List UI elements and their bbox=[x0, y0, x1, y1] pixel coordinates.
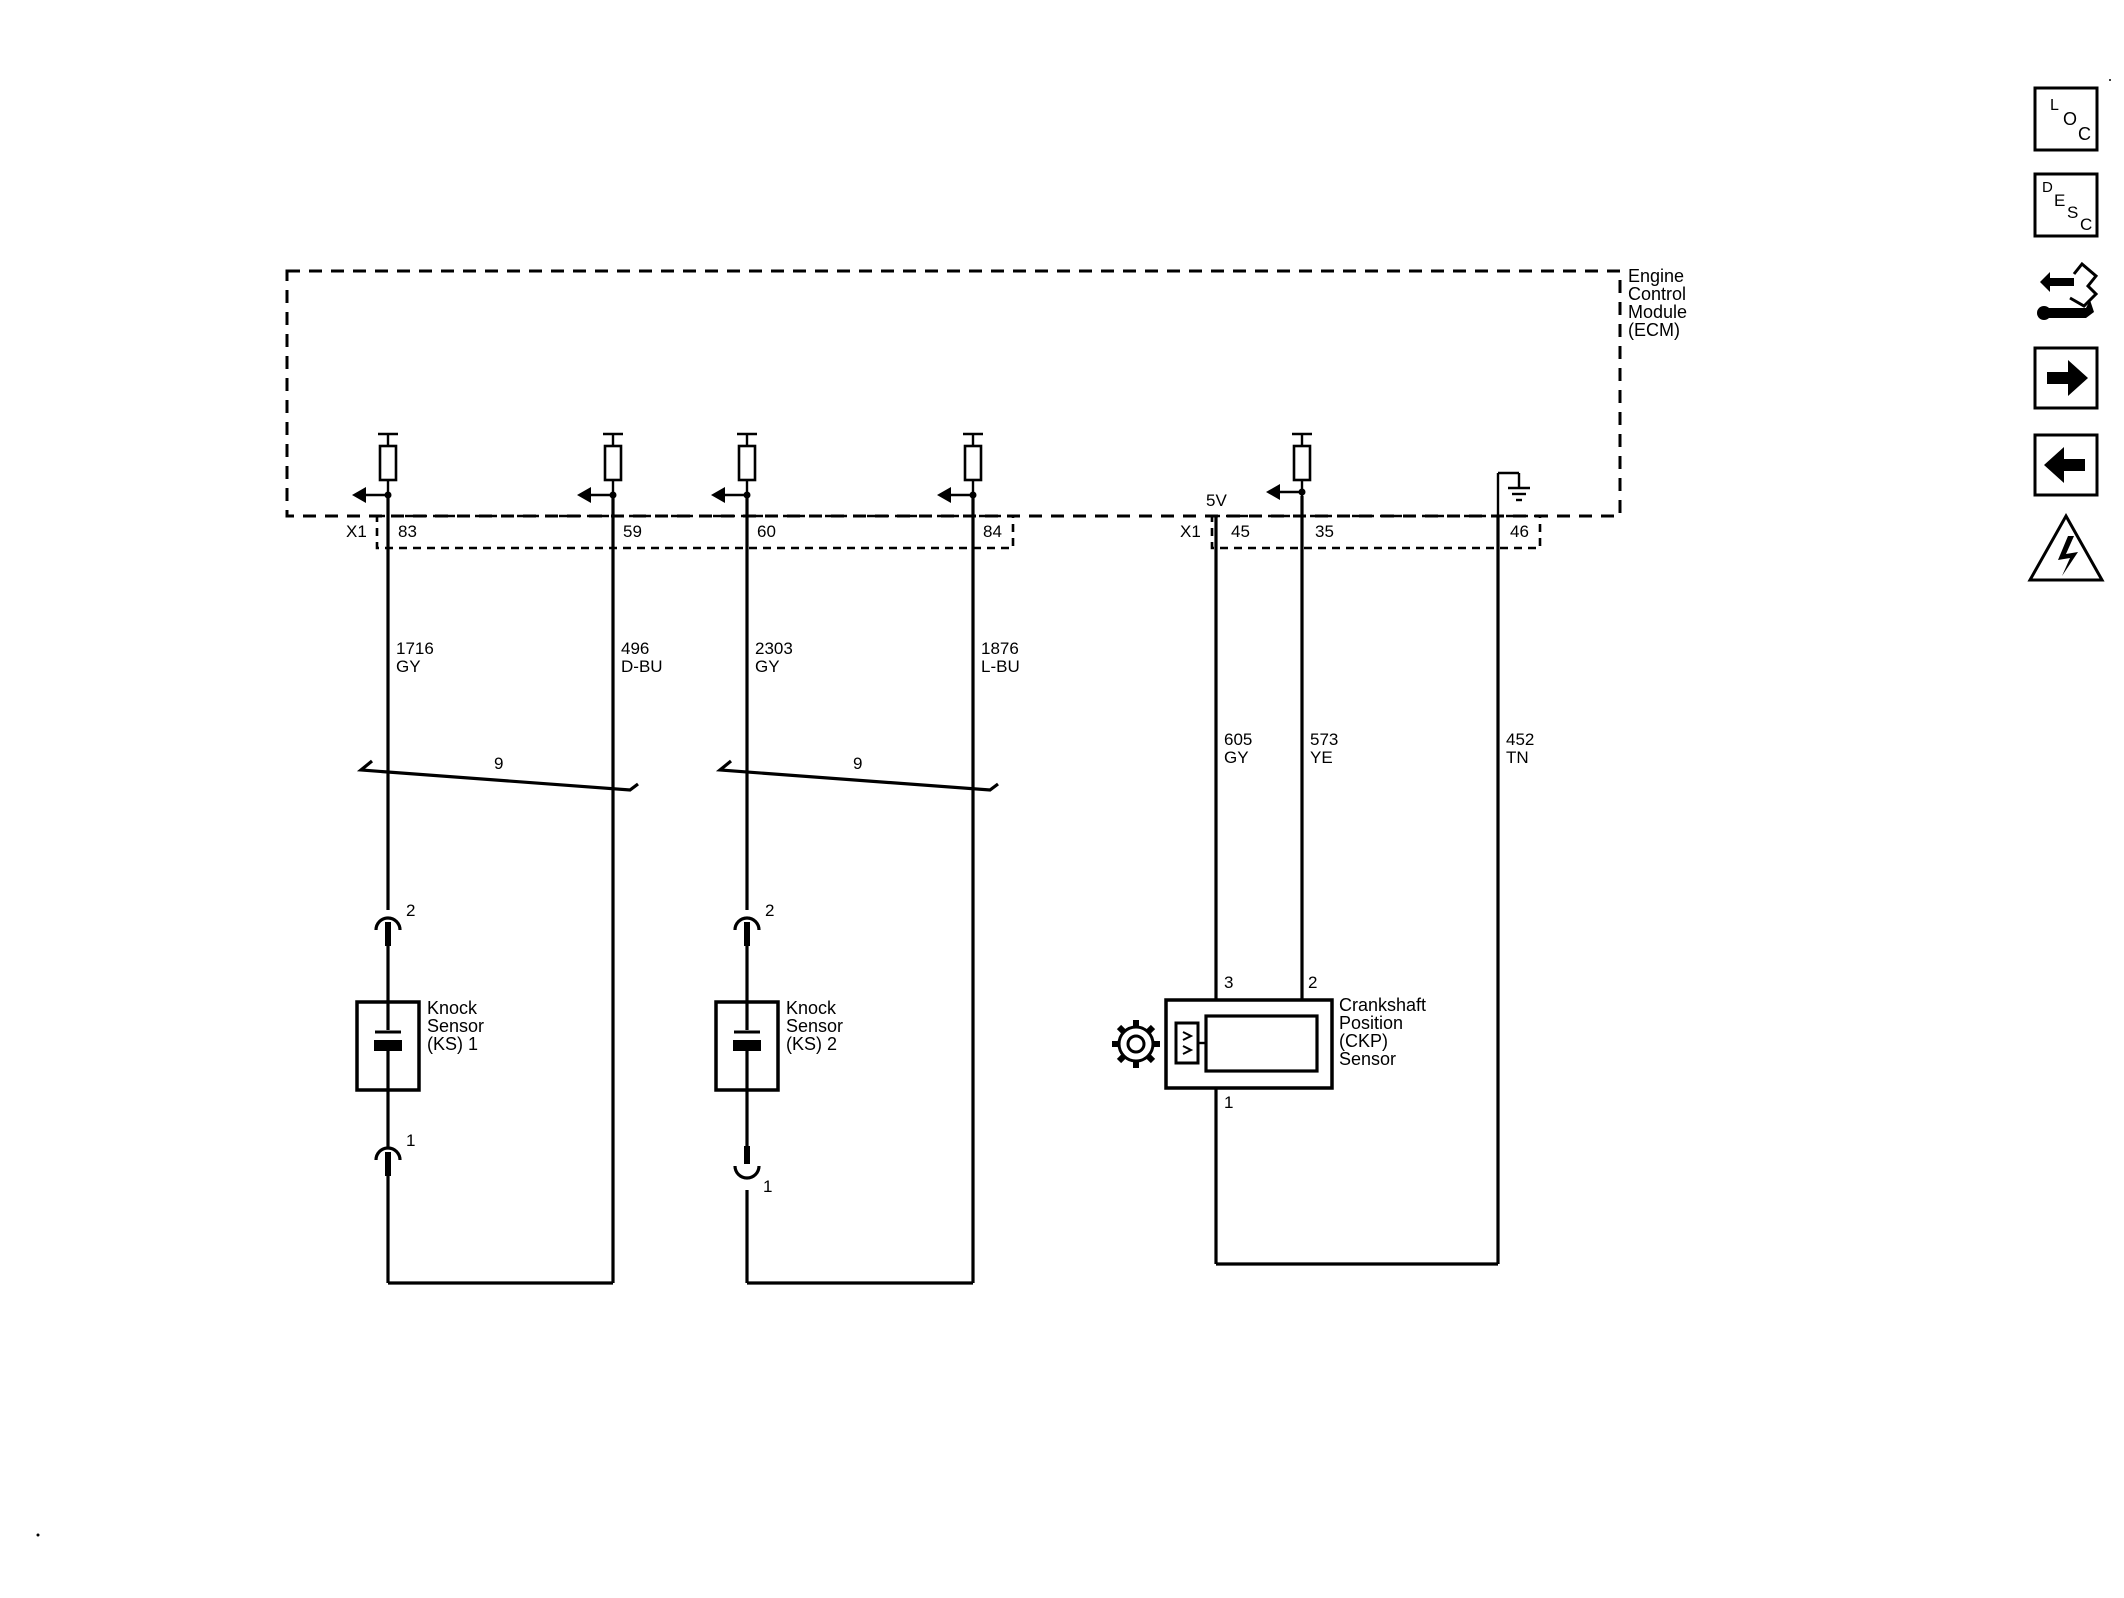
ckp-label-line2: Position bbox=[1339, 1013, 1403, 1033]
twist-left-label: 9 bbox=[494, 754, 503, 773]
ecm-label-line3: Module bbox=[1628, 302, 1687, 322]
ecm-ground-icon bbox=[1496, 471, 1530, 516]
ks1-label-line2: Sensor bbox=[427, 1016, 484, 1036]
pin-45: 45 bbox=[1231, 522, 1250, 541]
ks2-pin-1: 1 bbox=[763, 1177, 772, 1196]
circuit-ckp bbox=[1164, 496, 1500, 1266]
wire-452-circuit: 452 bbox=[1506, 730, 1534, 749]
connector-x1-right-label: X1 bbox=[1180, 522, 1201, 541]
ckp-pin-2: 2 bbox=[1308, 973, 1317, 992]
ks2-label-line2: Sensor bbox=[786, 1016, 843, 1036]
arrow-right-icon bbox=[2047, 360, 2088, 396]
supply-5v-label: 5V bbox=[1206, 491, 1227, 510]
wire-605-color: GY bbox=[1224, 748, 1249, 767]
ecm-module-boundary bbox=[285, 269, 1622, 518]
ks1-label-line1: Knock bbox=[427, 998, 478, 1018]
svg-text:S: S bbox=[2067, 203, 2078, 222]
wire-2303-color: GY bbox=[755, 657, 780, 676]
ckp-label-line1: Crankshaft bbox=[1339, 995, 1426, 1015]
internal-resistor-60 bbox=[711, 432, 757, 503]
ecm-label-line2: Control bbox=[1628, 284, 1686, 304]
connector-x1-left-label: X1 bbox=[346, 522, 367, 541]
arrow-left-icon bbox=[2044, 447, 2085, 483]
circuit-ks1 bbox=[355, 496, 639, 1285]
svg-text:O: O bbox=[2063, 109, 2077, 129]
wire-1716-color: GY bbox=[396, 657, 421, 676]
ecm-label-line1: Engine bbox=[1628, 266, 1684, 286]
ecm-label-line4: (ECM) bbox=[1628, 320, 1680, 340]
warning-triangle-icon[interactable] bbox=[2027, 512, 2105, 582]
pin-83: 83 bbox=[398, 522, 417, 541]
wire-452-color: TN bbox=[1506, 748, 1529, 767]
stray-dot bbox=[36, 1533, 40, 1537]
pin-35: 35 bbox=[1315, 522, 1334, 541]
pin-60: 60 bbox=[757, 522, 776, 541]
ks1-pin-1: 1 bbox=[406, 1131, 415, 1150]
wire-573-circuit: 573 bbox=[1310, 730, 1338, 749]
internal-resistor-59 bbox=[577, 432, 623, 503]
internal-resistor-84 bbox=[937, 432, 983, 503]
gear-icon bbox=[1112, 1020, 1160, 1068]
svg-text:L: L bbox=[2050, 97, 2059, 114]
desc-button[interactable]: D E S C bbox=[2033, 172, 2099, 238]
wire-2303-circuit: 2303 bbox=[755, 639, 793, 658]
twist-right-label: 9 bbox=[853, 754, 862, 773]
wire-496-color: D-BU bbox=[621, 657, 663, 676]
connector-x1-right bbox=[1210, 514, 1542, 550]
ks1-pin-2: 2 bbox=[406, 901, 415, 920]
svg-text:C: C bbox=[2080, 215, 2092, 234]
ks2-pin-2: 2 bbox=[765, 901, 774, 920]
ckp-pin-1: 1 bbox=[1224, 1093, 1233, 1112]
wire-573-color: YE bbox=[1310, 748, 1333, 767]
wire-1876-circuit: 1876 bbox=[981, 639, 1019, 658]
stray-dot-top bbox=[2109, 79, 2111, 81]
ks2-label-line3: (KS) 2 bbox=[786, 1034, 837, 1054]
wire-1876-color: L-BU bbox=[981, 657, 1020, 676]
connector-x1-left bbox=[375, 514, 1015, 550]
loc-button[interactable]: L O C bbox=[2033, 86, 2099, 152]
svg-text:D: D bbox=[2042, 179, 2053, 196]
internal-resistor-83 bbox=[352, 432, 398, 503]
arrow-left-button[interactable] bbox=[2033, 433, 2099, 497]
ks1-label-line3: (KS) 1 bbox=[427, 1034, 478, 1054]
ckp-label-line3: (CKP) bbox=[1339, 1031, 1388, 1051]
internal-resistor-35 bbox=[1266, 432, 1312, 500]
svg-text:C: C bbox=[2078, 124, 2091, 144]
svg-text:E: E bbox=[2054, 191, 2065, 210]
arrow-right-button[interactable] bbox=[2033, 346, 2099, 410]
pin-59: 59 bbox=[623, 522, 642, 541]
circuit-ks2 bbox=[714, 496, 999, 1285]
ks2-label-line1: Knock bbox=[786, 998, 837, 1018]
connector-swap-icon[interactable] bbox=[2035, 260, 2099, 330]
wire-1716-circuit: 1716 bbox=[396, 639, 434, 658]
pin-46: 46 bbox=[1510, 522, 1529, 541]
ckp-label-line4: Sensor bbox=[1339, 1049, 1396, 1069]
pin-84: 84 bbox=[983, 522, 1002, 541]
wire-496-circuit: 496 bbox=[621, 639, 649, 658]
ckp-pin-3: 3 bbox=[1224, 973, 1233, 992]
wire-605-circuit: 605 bbox=[1224, 730, 1252, 749]
